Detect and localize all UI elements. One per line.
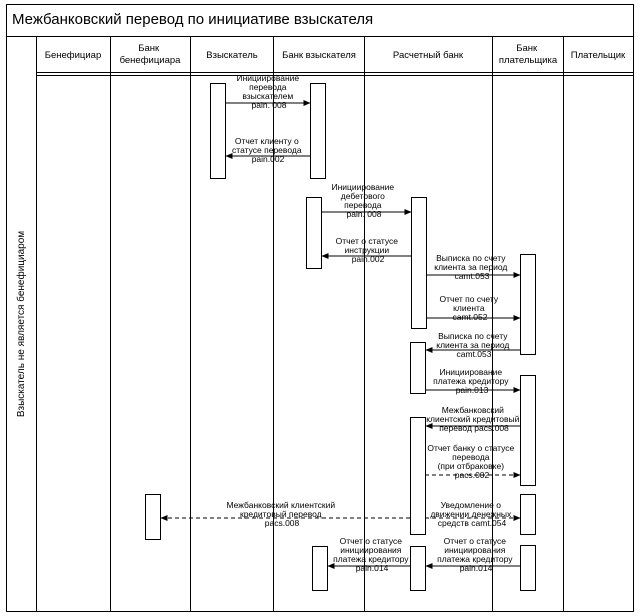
- activation-payer-bank-1: [520, 254, 536, 355]
- activation-claimant-bank-3: [312, 546, 328, 591]
- msg-label-pacs002-reject: Отчет банку о статусе перевода (при отбр…: [427, 443, 516, 480]
- msg-label-pacs008-to-beneficiary-bank: Межбанковский клиентский кредитовый пере…: [226, 500, 337, 528]
- msg-label-pacs008-to-settlement: Межбанковский клиентский кредитовый пере…: [426, 405, 522, 433]
- diagram-frame: [6, 4, 634, 612]
- msg-label-pain008-claimant: Инициирование перевода взыскателем pain.…: [236, 73, 301, 110]
- msg-label-pain002-to-claimant: Отчет клиенту о статусе перевода pain.00…: [232, 136, 304, 164]
- activation-settlement-bank-2: [410, 342, 426, 394]
- msg-label-camt054: Уведомление о движении денежных средств …: [430, 500, 513, 528]
- activation-payer-bank-3: [520, 494, 536, 535]
- activation-claimant-bank-2: [306, 197, 322, 269]
- msg-label-camt052: Отчет по счету клиента camt.052: [440, 294, 501, 322]
- msg-label-pain014-to-claimant-bank: Отчет о статусе инициирования платежа кр…: [333, 536, 411, 573]
- lane-header-beneficiary: Бенефициар: [45, 50, 102, 61]
- lane-header-payer: Плательщик: [571, 50, 626, 61]
- lane-header-settlement-bank: Расчетный банк: [393, 50, 464, 61]
- msg-label-pain013: Инициирование платежа кредитору pain.013: [433, 367, 511, 395]
- lane-header-beneficiary-bank: Банк бенефициара: [120, 43, 182, 66]
- lane-header-claimant: Взыскатель: [206, 50, 257, 61]
- activation-beneficiary-bank: [145, 494, 161, 540]
- activation-claimant: [210, 83, 226, 179]
- activation-settlement-bank-3: [410, 417, 426, 535]
- message-arrows: [160, 100, 521, 569]
- diagram-title: Межбанковский перевод по инициативе взыс…: [12, 11, 373, 28]
- activation-claimant-bank-1: [310, 83, 326, 179]
- msg-label-camt053-to-payer-bank: Выписка по счету клиента за период camt.…: [434, 253, 510, 281]
- activation-settlement-bank-4: [410, 546, 426, 591]
- activation-payer-bank-4: [520, 545, 536, 591]
- activation-payer-bank-2: [520, 375, 536, 486]
- msg-label-pain014-to-settlement: Отчет о статусе инициирования платежа кр…: [437, 536, 515, 573]
- activation-settlement-bank-1: [411, 197, 427, 329]
- msg-label-camt053-to-settlement: Выписка по счету клиента за период camt.…: [436, 331, 512, 359]
- msg-label-pain008-debit: Инициирование дебетового перевода pain. …: [331, 182, 396, 219]
- msg-label-pain002-instruction: Отчет о статусе инструкции pain.002: [336, 236, 401, 264]
- lane-header-claimant-bank: Банк взыскателя: [282, 50, 356, 61]
- side-pool-label: Взыскатель не является бенефициаром: [15, 231, 27, 417]
- lane-header-payer-bank: Банк плательщика: [499, 43, 558, 66]
